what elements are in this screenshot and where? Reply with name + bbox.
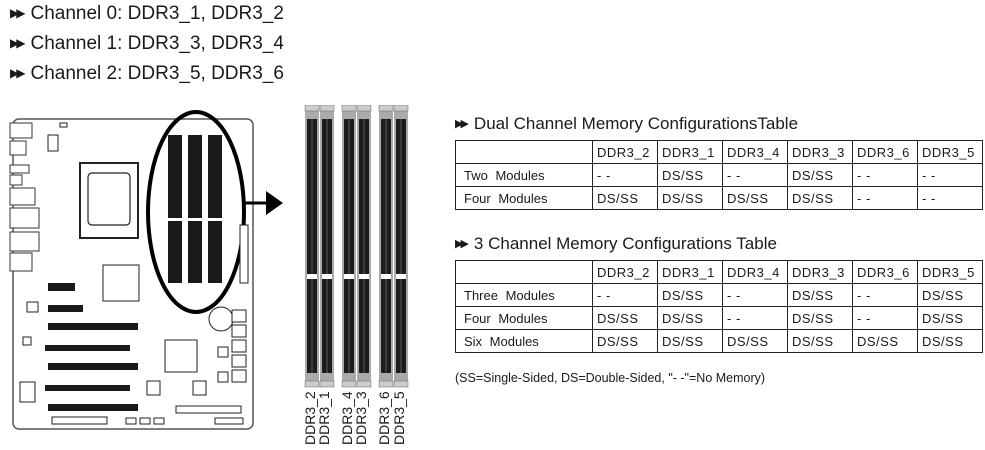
table-cell: DS/SS	[657, 186, 723, 210]
row-label: Four Modules	[455, 306, 593, 330]
dimm-slot	[393, 105, 409, 388]
table-cell: DS/SS	[722, 329, 788, 353]
table-cell: DS/SS	[787, 306, 853, 330]
double-arrow-bullet-icon: ▶▶	[10, 66, 26, 80]
table-cell: DS/SS	[592, 329, 658, 353]
table-cell: DS/SS	[787, 283, 853, 307]
arrow-right-icon	[266, 191, 283, 215]
row-label: Three Modules	[455, 283, 593, 307]
table-cell: DS/SS	[657, 306, 723, 330]
table-cell: - -	[592, 163, 658, 187]
channel-2-label: Channel 2: DDR3_5, DDR3_6	[30, 63, 284, 84]
table-cell: DS/SS	[657, 163, 723, 187]
header-cell: DDR3_6	[852, 260, 918, 284]
table-cell: DS/SS	[787, 186, 853, 210]
table-cell: DS/SS	[592, 306, 658, 330]
table-cell: - -	[852, 163, 918, 187]
header-cell: DDR3_5	[917, 140, 983, 164]
table-cell: DS/SS	[917, 306, 983, 330]
dimm-slot	[356, 105, 372, 388]
channel-0-line: ▶▶ Channel 0: DDR3_1, DDR3_2	[10, 3, 284, 26]
three-channel-title: ▶▶ 3 Channel Memory Configurations Table	[455, 234, 777, 254]
header-cell: DDR3_1	[657, 140, 723, 164]
motherboard-diagram	[9, 110, 283, 430]
table-cell: - -	[722, 283, 788, 307]
table-row: Three Modules - - DS/SS - - DS/SS - - DS…	[455, 283, 983, 307]
dimm-slot	[304, 105, 320, 388]
slot-label-ddr3-5: DDR3_5	[391, 391, 407, 445]
header-cell: DDR3_3	[787, 140, 853, 164]
pcie-slots	[45, 283, 138, 411]
header-cell: DDR3_6	[852, 140, 918, 164]
row-label: Six Modules	[455, 329, 593, 353]
table-cell: - -	[852, 283, 918, 307]
double-arrow-bullet-icon: ▶▶	[10, 36, 26, 50]
table-cell: - -	[592, 283, 658, 307]
table-header-row: DDR3_2 DDR3_1 DDR3_4 DDR3_3 DDR3_6 DDR3_…	[455, 140, 983, 164]
dimm-highlight-ellipse	[146, 110, 246, 314]
three-channel-table: DDR3_2 DDR3_1 DDR3_4 DDR3_3 DDR3_6 DDR3_…	[455, 260, 983, 353]
dimm-slot	[378, 105, 394, 388]
table-cell: - -	[917, 163, 983, 187]
header-cell: DDR3_5	[917, 260, 983, 284]
slot-label-ddr3-2: DDR3_2	[302, 391, 318, 445]
table-cell: DS/SS	[657, 329, 723, 353]
three-channel-title-text: 3 Channel Memory Configurations Table	[473, 234, 777, 253]
table-header-row: DDR3_2 DDR3_1 DDR3_4 DDR3_3 DDR3_6 DDR3_…	[455, 260, 983, 284]
header-cell: DDR3_4	[722, 140, 788, 164]
row-label: Two Modules	[455, 163, 593, 187]
table-cell: DS/SS	[917, 329, 983, 353]
channel-2-line: ▶▶ Channel 2: DDR3_5, DDR3_6	[10, 63, 284, 86]
table-cell: DS/SS	[787, 163, 853, 187]
header-cell-empty	[455, 140, 593, 164]
cpu-socket	[79, 162, 139, 239]
header-cell: DDR3_4	[722, 260, 788, 284]
slot-label-ddr3-6: DDR3_6	[376, 391, 392, 445]
header-cell: DDR3_2	[592, 260, 658, 284]
dual-channel-table: DDR3_2 DDR3_1 DDR3_4 DDR3_3 DDR3_6 DDR3_…	[455, 140, 983, 210]
dimm-slots	[168, 135, 222, 283]
table-cell: DS/SS	[657, 283, 723, 307]
table-row: Four Modules DS/SS DS/SS - - DS/SS - - D…	[455, 306, 983, 330]
channel-0-label: Channel 0: DDR3_1, DDR3_2	[30, 3, 284, 24]
row-label: Four Modules	[455, 186, 593, 210]
header-cell: DDR3_1	[657, 260, 723, 284]
table-cell: - -	[917, 186, 983, 210]
channel-1-label: Channel 1: DDR3_3, DDR3_4	[30, 33, 284, 54]
table-cell: - -	[852, 306, 918, 330]
dual-channel-title-text: Dual Channel Memory ConfigurationsTable	[473, 114, 799, 133]
legend-note: (SS=Single-Sided, DS=Double-Sided, "- -"…	[455, 371, 766, 385]
slot-label-ddr3-4: DDR3_4	[339, 391, 355, 445]
double-arrow-bullet-icon: ▶▶	[455, 118, 469, 130]
dual-channel-title: ▶▶ Dual Channel Memory ConfigurationsTabl…	[455, 114, 798, 134]
header-cell: DDR3_2	[592, 140, 658, 164]
table-cell: - -	[722, 163, 788, 187]
header-cell-empty	[455, 260, 593, 284]
table-cell: DS/SS	[787, 329, 853, 353]
dimm-slots-closeup	[304, 105, 409, 388]
table-cell: - -	[852, 186, 918, 210]
slot-label-ddr3-3: DDR3_3	[353, 391, 369, 445]
table-cell: DS/SS	[852, 329, 918, 353]
dimm-slot	[341, 105, 357, 388]
channel-1-line: ▶▶ Channel 1: DDR3_3, DDR3_4	[10, 33, 284, 56]
table-cell: DS/SS	[592, 186, 658, 210]
table-row: Two Modules - - DS/SS - - DS/SS - - - -	[455, 163, 983, 187]
header-cell: DDR3_3	[787, 260, 853, 284]
table-row: Four Modules DS/SS DS/SS DS/SS DS/SS - -…	[455, 186, 983, 210]
double-arrow-bullet-icon: ▶▶	[10, 6, 26, 20]
table-cell: - -	[722, 306, 788, 330]
dimm-slot	[319, 105, 335, 388]
table-row: Six Modules DS/SS DS/SS DS/SS DS/SS DS/S…	[455, 329, 983, 353]
double-arrow-bullet-icon: ▶▶	[455, 238, 469, 250]
rear-io-ports	[9, 122, 40, 272]
slot-label-ddr3-1: DDR3_1	[316, 391, 332, 445]
table-cell: DS/SS	[722, 186, 788, 210]
table-cell: DS/SS	[917, 283, 983, 307]
